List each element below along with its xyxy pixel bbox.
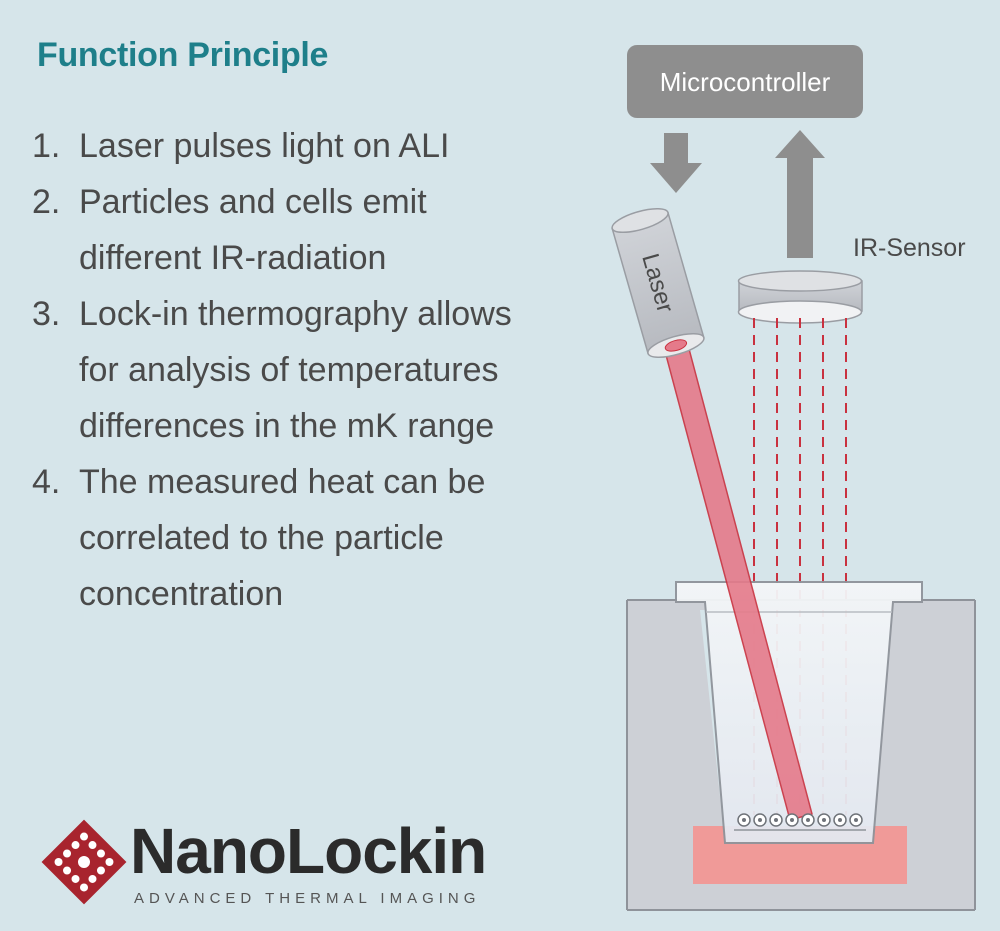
down-arrow-icon (650, 133, 702, 193)
logo-name: NanoLockin (130, 815, 487, 887)
page-title: Function Principle (37, 36, 329, 74)
nanolockin-logo-icon (41, 819, 127, 905)
list-item: 1. Laser pulses light on ALI (32, 118, 552, 174)
list-item: 3. Lock-in thermography allows for analy… (32, 286, 552, 454)
step-text: The measured heat can be correlated to t… (79, 463, 486, 613)
microcontroller-label: Microcontroller (660, 67, 831, 97)
laser-device: Laser (611, 207, 705, 359)
logo-tagline: ADVANCED THERMAL IMAGING (134, 890, 481, 907)
list-item: 4. The measured heat can be correlated t… (32, 454, 552, 622)
step-text: Laser pulses light on ALI (79, 127, 450, 165)
particles (737, 813, 863, 827)
nanolockin-logo: NanoLockin ADVANCED THERMAL IMAGING (40, 815, 510, 920)
ir-sensor (737, 270, 863, 324)
cell-culture-insert (675, 581, 923, 844)
microcontroller-box: Microcontroller (627, 45, 863, 118)
list-item: 2. Particles and cells emit different IR… (32, 174, 552, 286)
step-number: 1. (32, 127, 61, 165)
steps-list: 1. Laser pulses light on ALI 2. Particle… (32, 118, 552, 622)
ir-sensor-label: IR-Sensor (853, 234, 966, 262)
step-number: 2. (32, 183, 61, 221)
up-arrow-icon (775, 130, 825, 258)
step-number: 4. (32, 463, 61, 501)
step-number: 3. (32, 295, 61, 333)
step-text: Lock-in thermography allows for analysis… (79, 295, 512, 445)
step-text: Particles and cells emit different IR-ra… (79, 183, 427, 277)
